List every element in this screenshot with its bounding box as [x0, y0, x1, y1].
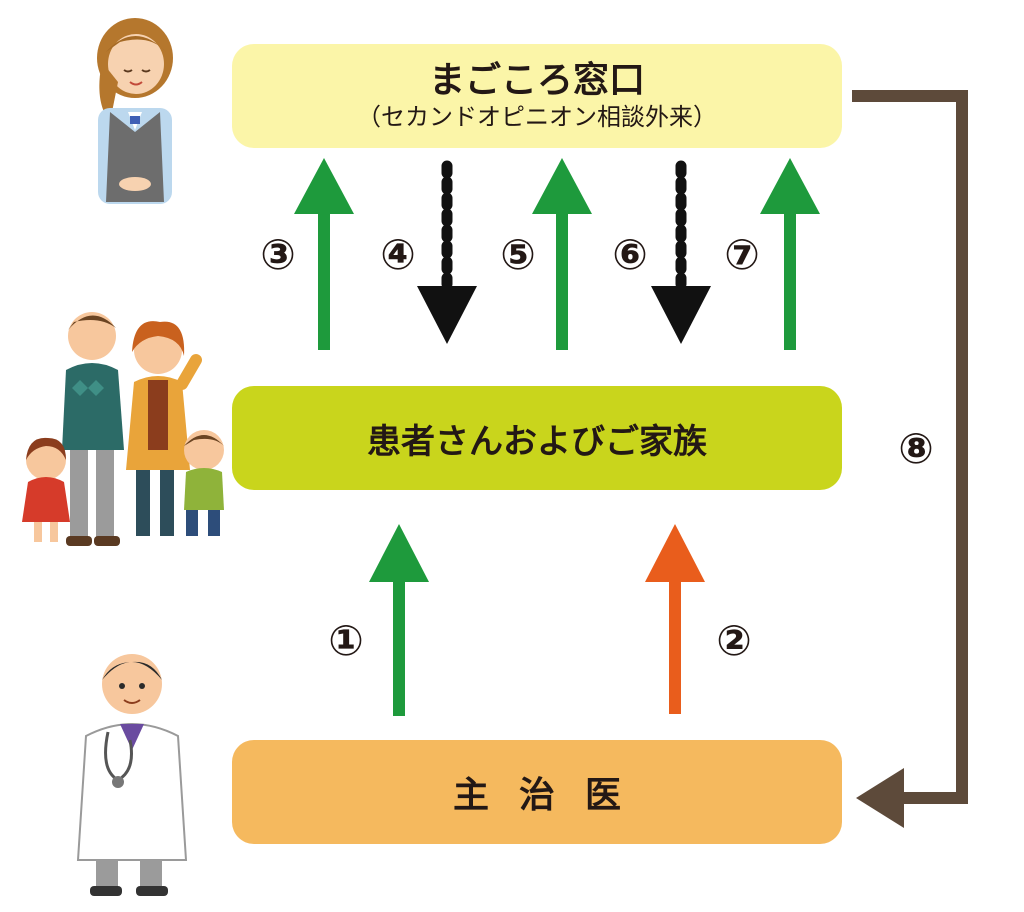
arrow-1: [369, 524, 429, 716]
step-number-4: ④: [380, 230, 416, 279]
arrow-8: [852, 90, 968, 828]
doctor-icon: [76, 654, 188, 896]
step-number-2: ②: [716, 616, 752, 665]
madokoro-window-subtitle: （セカンドオピニオン相談外来）: [357, 103, 717, 131]
patient-family-label: 患者さんおよびご家族: [367, 421, 707, 462]
step-number-3: ③: [260, 230, 296, 279]
arrow-2: [645, 524, 705, 714]
step-number-7: ⑦: [724, 230, 760, 279]
arrow-7: [760, 158, 820, 350]
step-number-6: ⑥: [612, 230, 648, 279]
arrow-3: [294, 158, 354, 350]
madokoro-window-box: まごころ窓口 （セカンドオピニオン相談外来）: [232, 44, 842, 148]
patient-family-box: 患者さんおよびご家族: [232, 386, 842, 490]
step-number-8: ⑧: [898, 424, 934, 473]
receptionist-icon: [97, 18, 173, 204]
attending-doctor-box: 主治医: [232, 740, 842, 844]
arrow-6: [651, 160, 711, 344]
family-icon: [22, 312, 224, 546]
attending-doctor-label: 主治医: [452, 775, 651, 816]
arrow-4: [417, 160, 477, 344]
arrow-5: [532, 158, 592, 350]
step-number-5: ⑤: [500, 230, 536, 279]
madokoro-window-title: まごころ窓口: [428, 60, 645, 101]
step-number-1: ①: [328, 616, 364, 665]
